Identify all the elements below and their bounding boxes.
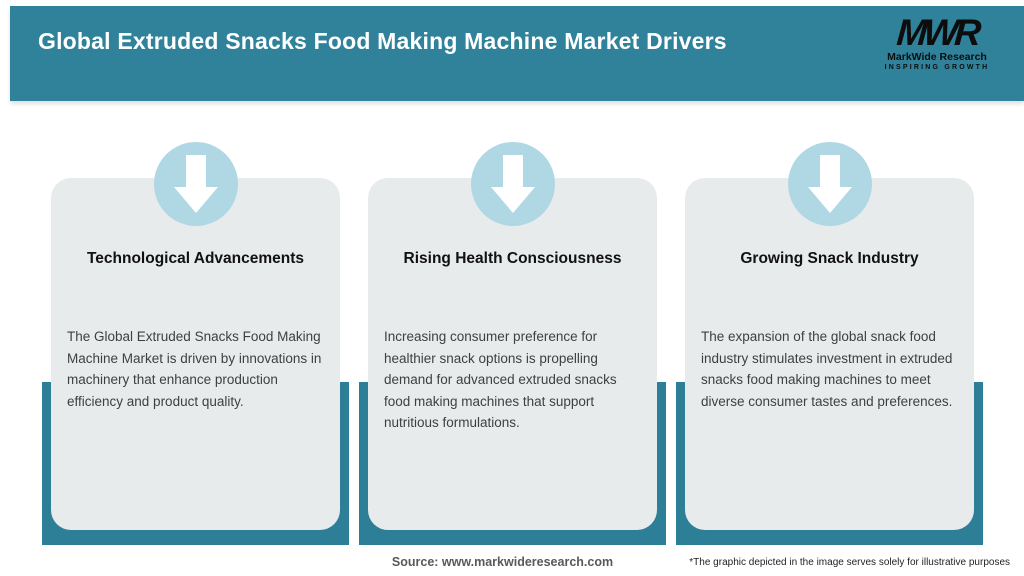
card-title: Growing Snack Industry bbox=[740, 250, 919, 267]
disclaimer-text: *The graphic depicted in the image serve… bbox=[689, 557, 1010, 568]
down-arrow-icon bbox=[153, 142, 238, 226]
card-body: The expansion of the global snack food i… bbox=[701, 329, 953, 409]
card-title: Rising Health Consciousness bbox=[403, 250, 622, 267]
header-bar: Global Extruded Snacks Food Making Machi… bbox=[10, 6, 1024, 101]
card: Growing Snack Industry The expansion of … bbox=[685, 178, 974, 530]
card-body: The Global Extruded Snacks Food Making M… bbox=[67, 329, 322, 409]
card-body: Increasing consumer preference for healt… bbox=[384, 329, 617, 430]
card: Technological Advancements The Global Ex… bbox=[51, 178, 340, 530]
driver-card-growing-snack-industry: Growing Snack Industry The expansion of … bbox=[676, 0, 983, 576]
down-arrow-icon bbox=[470, 142, 555, 226]
logo-tagline: INSPIRING GROWTH bbox=[884, 64, 990, 71]
drivers-row: Technological Advancements The Global Ex… bbox=[42, 0, 983, 576]
page-title: Global Extruded Snacks Food Making Machi… bbox=[38, 28, 727, 54]
source-link[interactable]: Source: www.markwideresearch.com bbox=[391, 555, 614, 569]
markwide-logo: MWR MarkWide Research INSPIRING GROWTH bbox=[872, 12, 1002, 71]
down-arrow-icon bbox=[787, 142, 872, 226]
logo-company-name: MarkWide Research bbox=[887, 51, 987, 63]
driver-card-technological-advancements: Technological Advancements The Global Ex… bbox=[42, 0, 349, 576]
card-title: Technological Advancements bbox=[86, 250, 305, 267]
driver-card-rising-health-consciousness: Rising Health Consciousness Increasing c… bbox=[359, 0, 666, 576]
card: Rising Health Consciousness Increasing c… bbox=[368, 178, 657, 530]
